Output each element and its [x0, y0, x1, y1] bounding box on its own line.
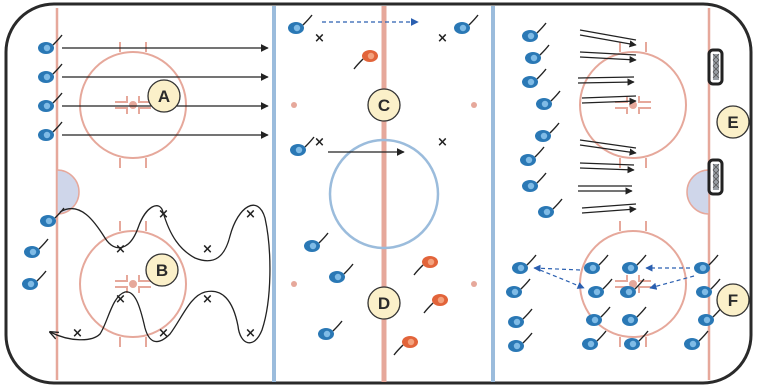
net-icon: [707, 158, 724, 196]
zone-label-f: F: [716, 283, 750, 317]
neutral-faceoff-dot: [471, 102, 477, 108]
left-goal-crease: [56, 169, 80, 215]
pylon-x-icon: ×: [72, 326, 83, 341]
pylon-x-icon: ×: [245, 326, 256, 341]
zone-label-d: D: [367, 286, 401, 320]
pylon-x-icon: ×: [437, 31, 448, 46]
neutral-faceoff-dot: [291, 102, 297, 108]
left-bottom-faceoff-circle: [79, 221, 187, 347]
pylon-x-icon: ×: [115, 242, 126, 257]
rink-boards: [4, 2, 753, 385]
left-top-faceoff-circle: [79, 42, 187, 168]
zone-label-f-text: F: [728, 291, 738, 310]
zone-label-b: B: [145, 253, 179, 287]
drill-e-shot-arrows: [577, 29, 636, 213]
zone-label-c: C: [367, 88, 401, 122]
zone-label-a-text: A: [158, 87, 170, 106]
pylon-x-icon: ×: [115, 292, 126, 307]
pylon-x-icon: ×: [437, 135, 448, 150]
drill-f-pass-arrows: [533, 264, 695, 290]
neutral-faceoff-dot: [471, 281, 477, 287]
zone-label-b-text: B: [156, 261, 168, 280]
zone-label-c-text: C: [378, 96, 390, 115]
pylon-x-icon: ×: [314, 135, 325, 150]
pylon-x-icon-group: × × × × × × × × ×: [72, 207, 256, 341]
pylon-x-icon: ×: [158, 207, 169, 222]
pylon-x-icon: ×: [245, 207, 256, 222]
zone-label-e-text: E: [727, 113, 738, 132]
pylon-x-icon: ×: [158, 326, 169, 341]
drill-b-weave-path: [50, 204, 271, 344]
drill-a-lanes: [62, 44, 269, 139]
pylon-x-icon: ×: [202, 292, 213, 307]
zone-label-e: E: [716, 105, 750, 139]
right-goal-crease: [686, 169, 710, 215]
pylon-x-icon: ×: [202, 242, 213, 257]
neutral-faceoff-dot: [291, 281, 297, 287]
net-icon: [707, 48, 724, 86]
zone-label-d-text: D: [378, 294, 390, 313]
zone-label-a: A: [147, 79, 181, 113]
pylon-x-icon: ×: [314, 31, 325, 46]
center-circle: [328, 138, 440, 250]
